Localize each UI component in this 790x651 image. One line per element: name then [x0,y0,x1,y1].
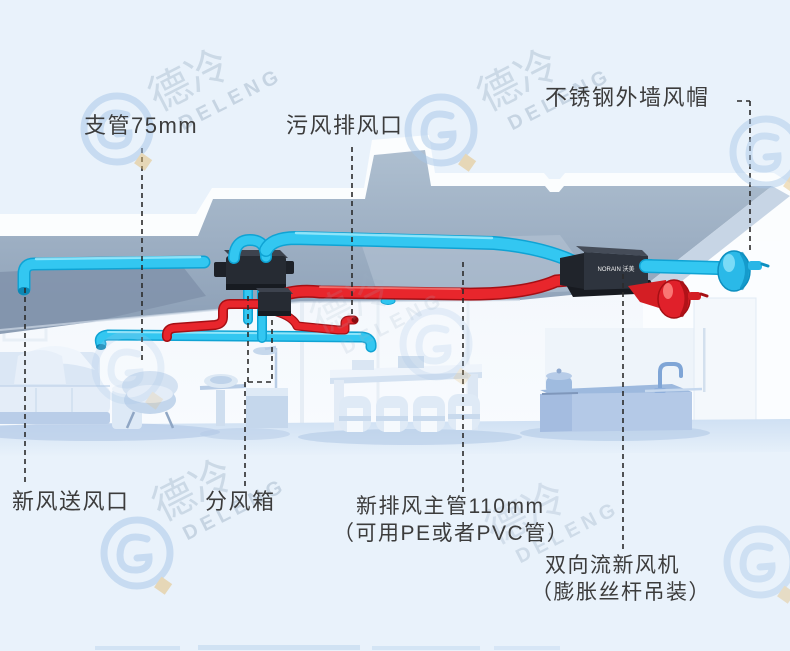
faucet [644,362,703,393]
leader-lines [24,100,751,552]
label-distribution-box: 分风箱 [205,489,276,514]
fresh-air-branch-low [94,329,377,353]
bottom-strip [95,645,560,650]
stools [339,394,480,432]
fresh-air-pipe-left [17,255,211,296]
fan-unit-label: NORAIN 沃美 [597,265,634,273]
label-fan-unit-line1: 双向流新风机 [545,554,680,577]
cooking-pot [541,368,579,395]
kitchen-counter [540,362,703,432]
pedestal-sink [199,374,247,426]
sofa [0,346,110,424]
exhaust-branch-left [161,299,265,342]
fresh-air-main [259,231,657,273]
label-main-duct-line1: 新排风主管110mm [356,495,545,518]
shower [246,345,288,428]
label-supply-outlet: 新风送风口 [12,489,130,514]
label-exhaust-outlet: 污风排风口 [286,113,404,138]
leader-distribution-box [244,296,273,490]
label-wall-cap: 不锈钢外墙风帽 [545,85,710,110]
furniture [0,345,703,432]
distribution-box-2 [256,288,293,316]
exhaust-wall-cap [628,279,709,319]
label-main-duct-line2: （可用PE或者PVC管） [333,522,570,545]
duct-system: NORAIN 沃美 [17,231,770,353]
label-fan-unit-line2: （膨胀丝杆吊装） [531,581,711,604]
label-branch-pipe: 支管75mm [84,113,199,138]
exhaust-branch-grille [272,307,359,335]
leader-wall-cap [737,100,751,250]
fresh-air-to-wall-cap [639,250,770,292]
